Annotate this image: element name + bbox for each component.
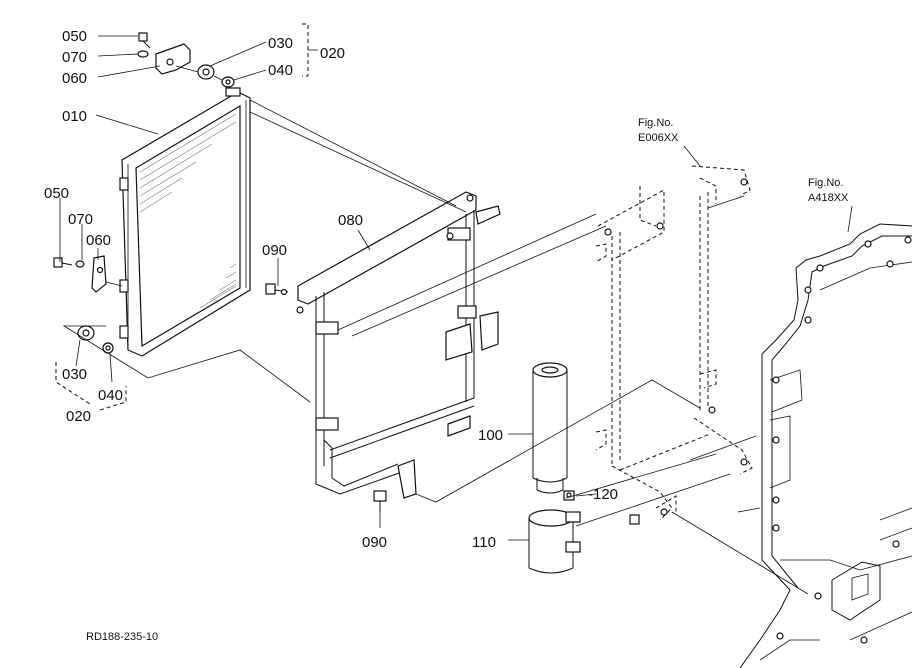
clamp-110 xyxy=(528,509,581,574)
fig-ref-1-title: Fig.No. xyxy=(638,117,673,129)
label-020-bottom: 020 xyxy=(66,408,91,425)
label-030-bottom: 030 xyxy=(62,366,87,383)
label-090-bottom: 090 xyxy=(362,534,387,551)
label-090-top: 090 xyxy=(262,242,287,259)
bracket-e006xx xyxy=(595,165,753,525)
label-070-top: 070 xyxy=(62,49,87,66)
label-040-top: 040 xyxy=(268,62,293,79)
fig-ref-2-code: A418XX xyxy=(808,192,849,204)
label-080: 080 xyxy=(338,212,363,229)
fig-ref-2-title: Fig.No. xyxy=(808,177,843,189)
label-060-left: 060 xyxy=(86,232,111,249)
label-110: 110 xyxy=(472,534,496,551)
left-hardware xyxy=(53,255,123,354)
labels: 050 070 060 030 040 020 010 050 070 060 … xyxy=(44,28,849,643)
bolt-120 xyxy=(563,490,575,501)
label-100: 100 xyxy=(478,427,503,444)
condenser-010 xyxy=(119,87,251,357)
callout-leaders xyxy=(55,23,597,541)
fig-ref-1-code: E006XX xyxy=(638,132,679,144)
drawing-code: RD188-235-10 xyxy=(86,631,158,643)
label-010: 010 xyxy=(62,108,87,125)
frame-080 xyxy=(296,191,501,499)
assembly-lines xyxy=(62,99,853,595)
bolt-090-bottom xyxy=(373,490,387,512)
top-hardware xyxy=(137,32,235,88)
label-070-left: 070 xyxy=(68,211,93,228)
label-060-top: 060 xyxy=(62,70,87,87)
label-050-left: 050 xyxy=(44,185,69,202)
bolt-090-top xyxy=(265,283,289,296)
label-040-bottom: 040 xyxy=(98,387,123,404)
receiver-drier-100 xyxy=(532,362,568,494)
label-020-top: 020 xyxy=(320,45,345,62)
label-030-top: 030 xyxy=(268,35,293,52)
panel-a418xx xyxy=(737,223,913,668)
label-120: -120 xyxy=(588,486,618,503)
label-050-top: 050 xyxy=(62,28,87,45)
